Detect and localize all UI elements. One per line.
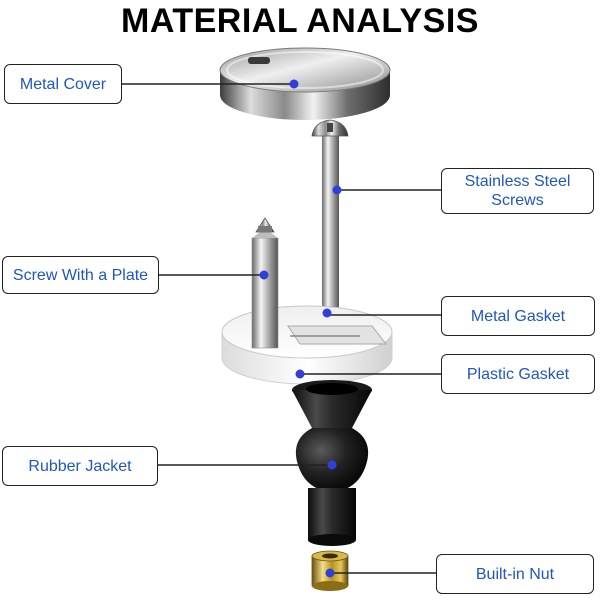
label-plastic-gasket: Plastic Gasket — [441, 354, 595, 394]
dot-screw-with-plate — [259, 270, 269, 280]
dot-rubber-jacket — [327, 460, 337, 470]
plastic-gasket-illustration — [221, 305, 393, 385]
label-line-1: Stainless Steel — [464, 173, 571, 190]
rubber-jacket-illustration — [292, 380, 372, 546]
dot-stainless-steel-screws — [332, 185, 342, 195]
label-text: Rubber Jacket — [28, 457, 132, 475]
label-text: Plastic Gasket — [466, 365, 570, 383]
label-built-in-nut: Built-in Nut — [436, 554, 594, 594]
label-metal-cover: Metal Cover — [4, 64, 122, 104]
label-text: Metal Cover — [19, 75, 107, 93]
screw-with-plate-illustration — [251, 217, 279, 349]
label-text: Stainless Steel Screws — [465, 172, 571, 210]
diagram-title: MATERIAL ANALYSIS — [121, 2, 479, 40]
metal-cover-illustration — [219, 47, 391, 120]
connector-lines — [122, 83, 441, 574]
marker-dots — [259, 79, 342, 578]
stainless-steel-screw-illustration — [311, 119, 349, 314]
dot-plastic-gasket — [295, 369, 305, 379]
label-line-2: Screws — [491, 192, 544, 209]
label-text: Built-in Nut — [475, 565, 555, 583]
label-metal-gasket: Metal Gasket — [441, 296, 595, 336]
dot-metal-gasket — [322, 308, 332, 318]
label-rubber-jacket: Rubber Jacket — [2, 446, 158, 486]
label-text: Metal Gasket — [470, 307, 566, 325]
label-screw-with-plate: Screw With a Plate — [2, 256, 159, 294]
dot-built-in-nut — [325, 568, 335, 578]
label-stainless-steel-screws: Stainless Steel Screws — [441, 168, 594, 214]
dot-metal-cover — [289, 79, 299, 89]
label-text: Screw With a Plate — [12, 266, 149, 284]
